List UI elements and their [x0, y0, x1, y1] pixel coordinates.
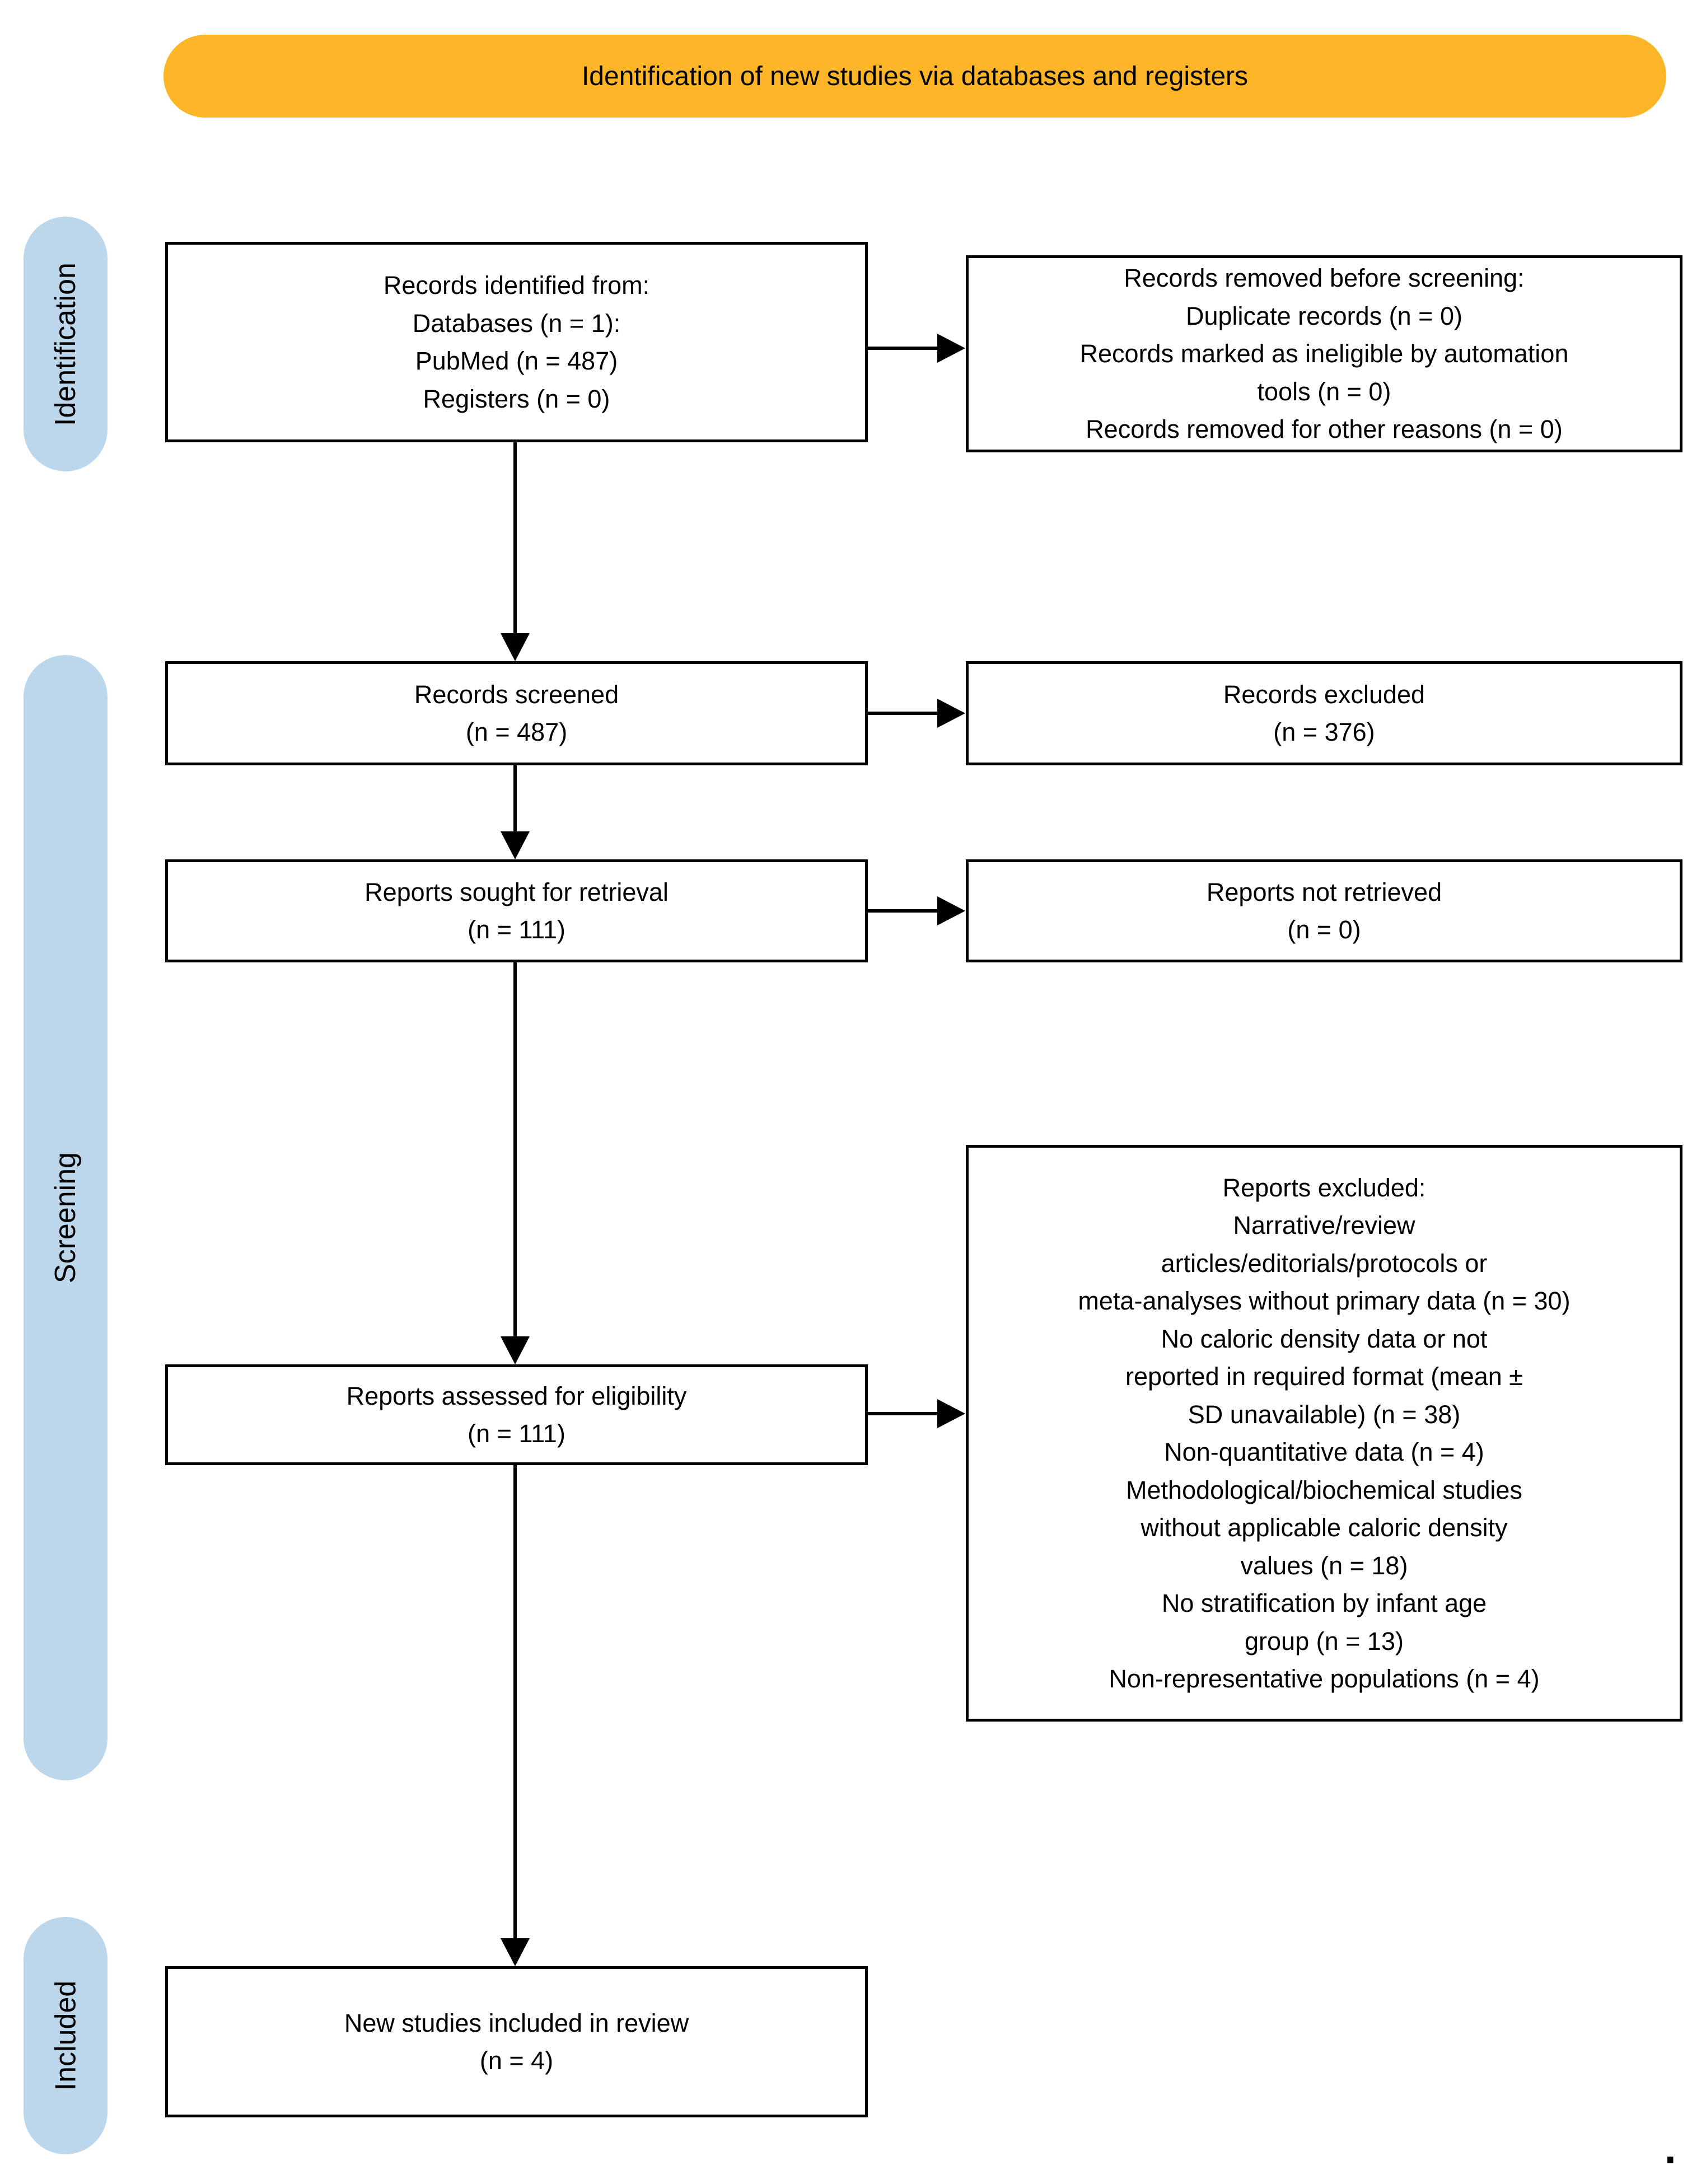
banner-title: Identification of new studies via databa… — [163, 35, 1666, 118]
arrow-screened-to-excluded-line — [868, 712, 940, 715]
box-records-screened: Records screened (n = 487) — [165, 661, 868, 765]
stage-label-screening: Screening — [49, 1152, 82, 1284]
arrow-identified-to-removed-head-icon — [937, 334, 965, 363]
arrow-sought-to-not-retrieved-line — [868, 909, 940, 913]
arrow-sought-to-assessed-head-icon — [501, 1336, 530, 1364]
stage-pill-identification: Identification — [24, 217, 107, 471]
box-reports-not-retrieved: Reports not retrieved (n = 0) — [966, 859, 1682, 962]
arrow-screened-to-sought-head-icon — [501, 831, 530, 859]
box-reports-excluded-reasons: Reports excluded: Narrative/review artic… — [966, 1145, 1682, 1722]
stage-label-identification: Identification — [49, 262, 82, 426]
box-records-identified: Records identified from: Databases (n = … — [165, 242, 868, 442]
arrow-sought-to-assessed-line — [513, 962, 517, 1339]
box-reports-sought-for-retrieval: Reports sought for retrieval (n = 111) — [165, 859, 868, 962]
arrow-screened-to-sought-line — [513, 765, 517, 834]
arrow-sought-to-not-retrieved-head-icon — [937, 896, 965, 925]
arrow-assessed-to-included-line — [513, 1465, 517, 1940]
arrow-identified-to-removed-line — [868, 347, 940, 350]
arrow-screened-to-excluded-head-icon — [937, 699, 965, 728]
box-new-studies-included: New studies included in review (n = 4) — [165, 1966, 868, 2117]
stage-label-included: Included — [49, 1980, 82, 2091]
stage-pill-included: Included — [24, 1917, 107, 2154]
arrow-identified-to-screened-line — [513, 442, 517, 635]
box-records-removed-before-screening: Records removed before screening: Duplic… — [966, 255, 1682, 452]
caption-period-dot: . — [1662, 2108, 1679, 2177]
box-records-excluded: Records excluded (n = 376) — [966, 661, 1682, 765]
box-reports-assessed-for-eligibility: Reports assessed for eligibility (n = 11… — [165, 1364, 868, 1465]
stage-pill-screening: Screening — [24, 655, 107, 1780]
arrow-assessed-to-excluded-head-icon — [937, 1399, 965, 1428]
arrow-assessed-to-excluded-line — [868, 1412, 940, 1415]
arrow-assessed-to-included-head-icon — [501, 1938, 530, 1966]
arrow-identified-to-screened-head-icon — [501, 633, 530, 661]
